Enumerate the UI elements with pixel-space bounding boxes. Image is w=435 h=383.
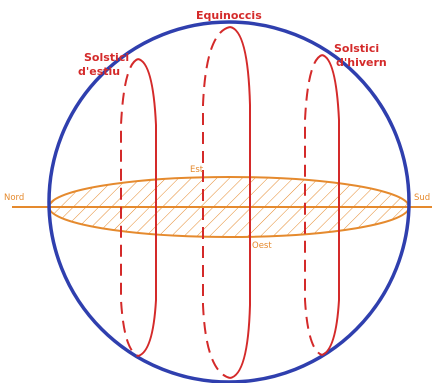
label-solstici-estiu-line1: Solstici: [84, 51, 129, 64]
label-solstici-hivern-line2: d'hivern: [336, 56, 387, 69]
label-sud: Sud: [414, 193, 430, 203]
label-oest: Oest: [252, 241, 272, 251]
label-nord: Nord: [4, 193, 24, 203]
label-solstici-hivern-line1: Solstici: [334, 42, 379, 55]
horizon-plane: [40, 170, 420, 244]
label-solstici-estiu-line2: d'estiu: [78, 65, 120, 78]
label-est: Est: [190, 165, 204, 175]
label-equinoccis: Equinoccis: [196, 9, 262, 22]
